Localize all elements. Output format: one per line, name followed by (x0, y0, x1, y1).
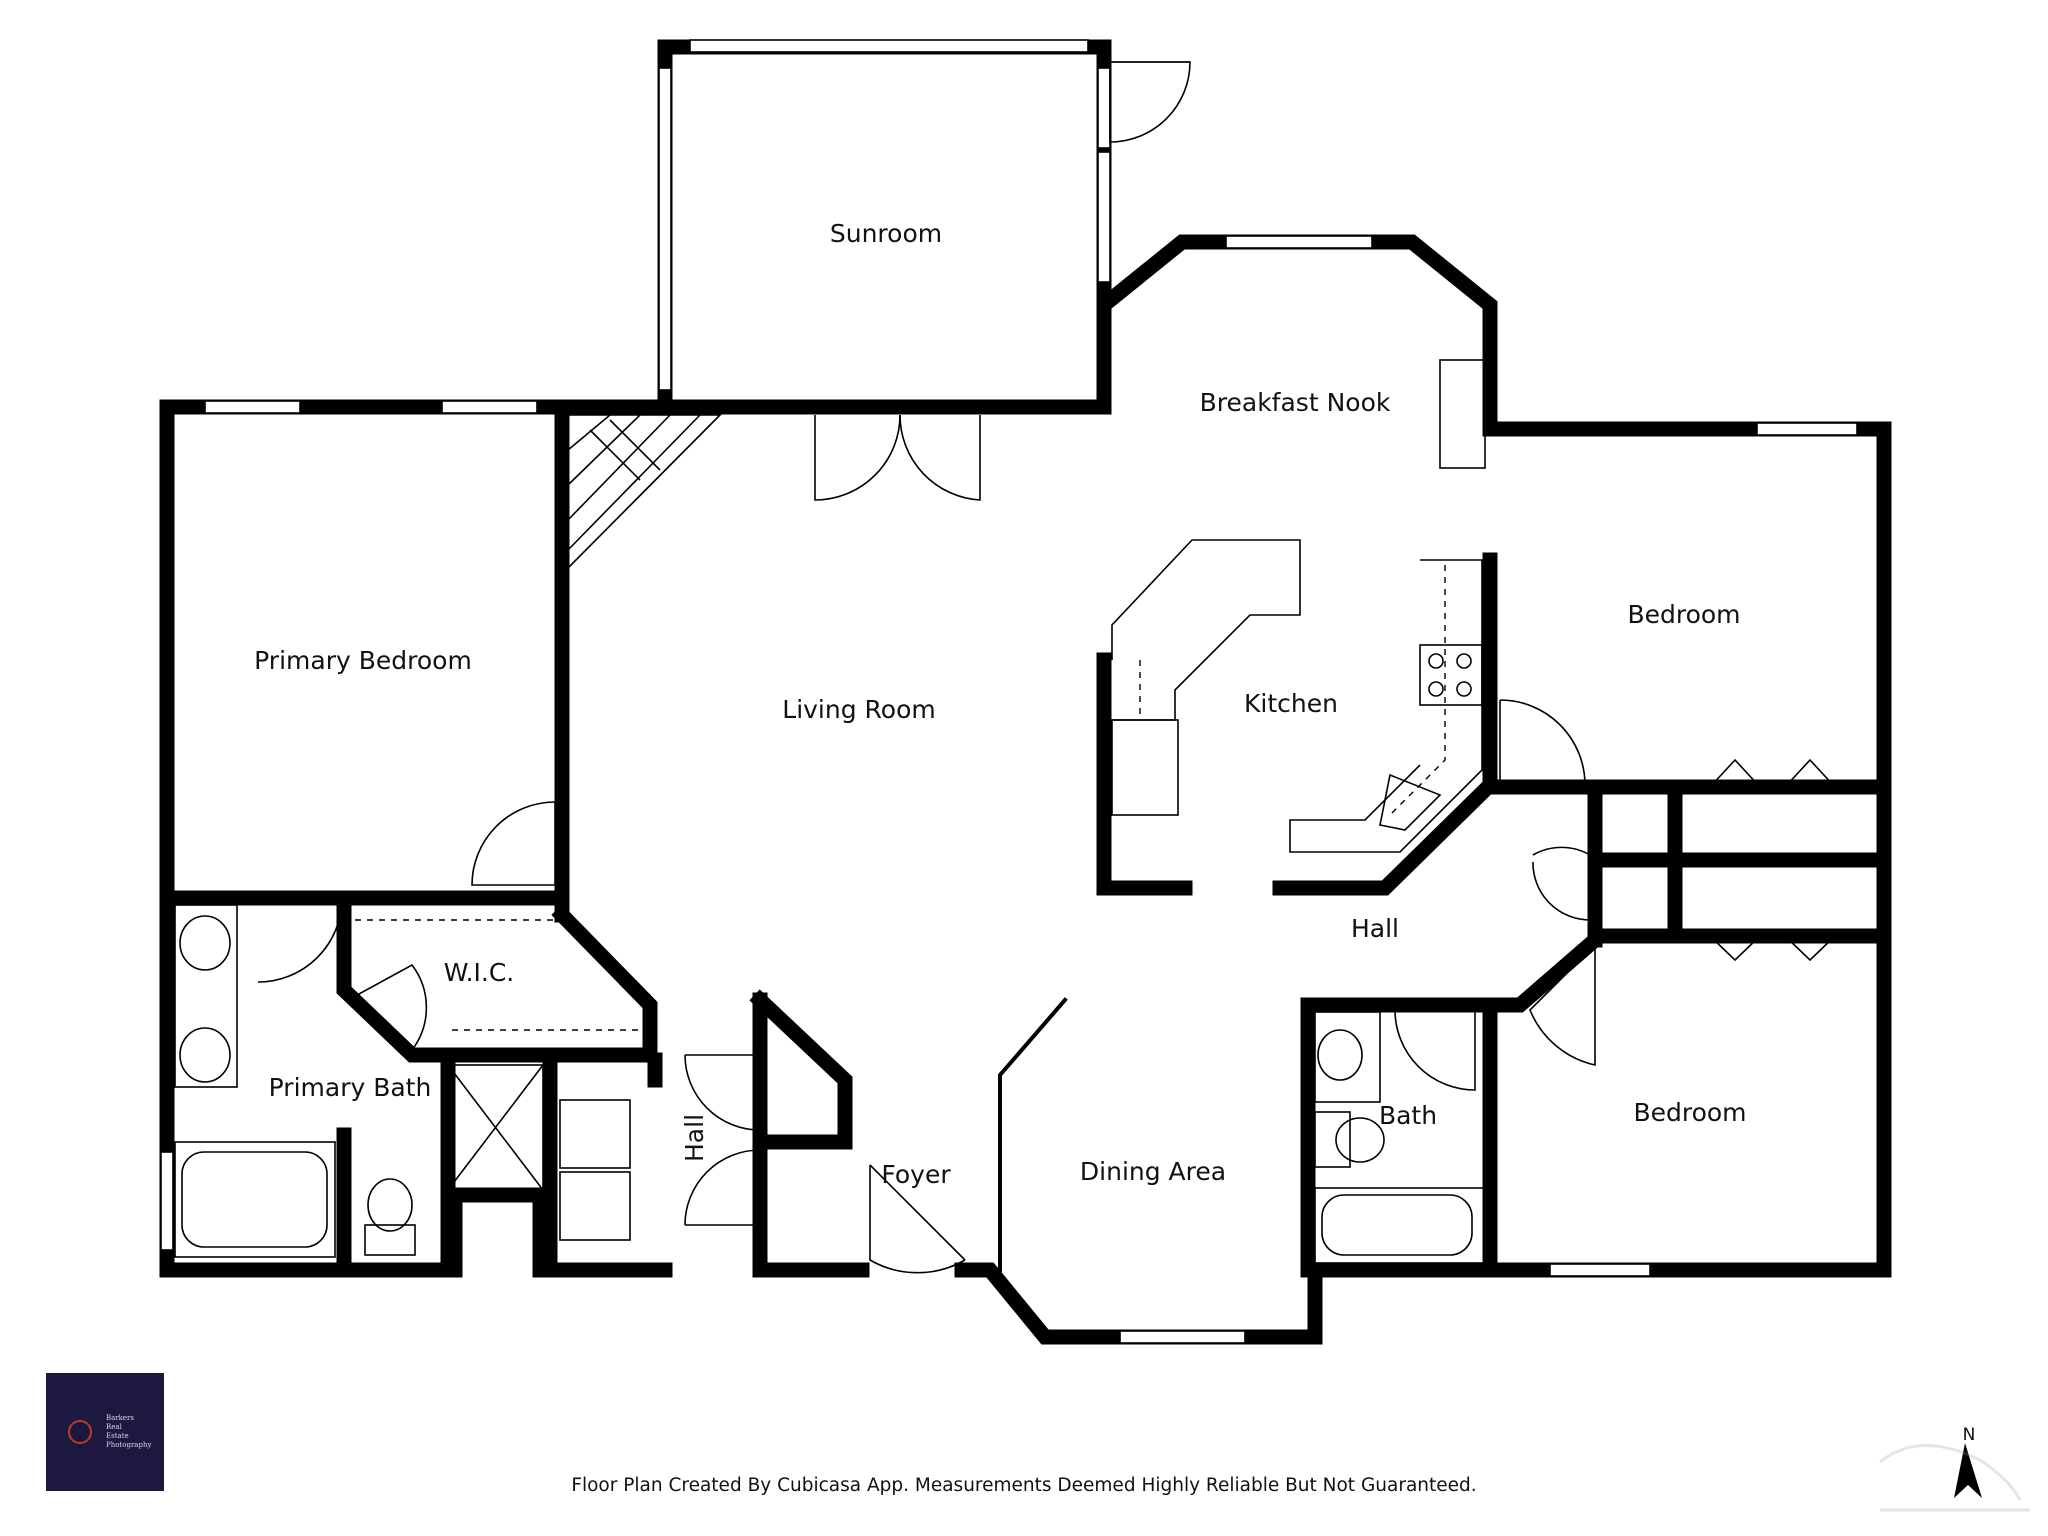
logo-text-3: Estate (106, 1432, 129, 1440)
windows (160, 39, 1858, 1344)
aperture-icon (68, 1420, 92, 1444)
fixtures (174, 359, 1486, 1264)
north-compass: N (1954, 1425, 1982, 1498)
logo-text-4: Photography (106, 1441, 151, 1449)
sunroom-top-window (689, 39, 1089, 53)
label-living-room: Living Room (782, 695, 935, 724)
bedroom-window-bottom (1549, 1263, 1651, 1277)
north-arrow-icon (1954, 1443, 1982, 1498)
label-hall-main: Hall (1351, 914, 1399, 943)
sunroom-left-window (658, 67, 672, 391)
logo-text-1: Barkers (106, 1414, 134, 1422)
label-breakfast-nook: Breakfast Nook (1200, 388, 1391, 417)
bedroom-window-top (1756, 422, 1858, 436)
room-labels: Sunroom Breakfast Nook Primary Bedroom L… (254, 219, 1746, 1189)
label-primary-bedroom: Primary Bedroom (254, 646, 472, 675)
doors (257, 61, 1836, 1274)
sunroom-right-window-2 (1097, 151, 1111, 283)
company-logo: Barkers Real Estate Photography (46, 1373, 164, 1491)
exterior-walls (159, 39, 1892, 1345)
footer-disclaimer: Floor Plan Created By Cubicasa App. Meas… (571, 1475, 1476, 1496)
logo-background (46, 1373, 164, 1491)
label-dining-area: Dining Area (1080, 1157, 1226, 1186)
label-foyer: Foyer (881, 1160, 951, 1189)
label-hall-small: Hall (680, 1114, 709, 1162)
label-primary-bath: Primary Bath (269, 1073, 432, 1102)
label-sunroom: Sunroom (830, 219, 942, 248)
watermark-logo (1879, 1444, 2030, 1512)
compass-north-label: N (1963, 1425, 1976, 1445)
bath-window (160, 1151, 174, 1251)
label-kitchen: Kitchen (1244, 689, 1338, 718)
primary-bed-window-2 (441, 400, 538, 414)
dining-window (1119, 1330, 1246, 1344)
primary-bed-window-1 (204, 400, 301, 414)
label-bedroom-1: Bedroom (1627, 600, 1740, 629)
label-bedroom-2: Bedroom (1633, 1098, 1746, 1127)
nook-window (1225, 235, 1373, 249)
logo-text-2: Real (106, 1423, 123, 1431)
sunroom-right-window-1 (1097, 67, 1111, 149)
label-wic: W.I.C. (444, 958, 515, 987)
interior-walls (159, 407, 1892, 1278)
label-bath: Bath (1379, 1101, 1437, 1130)
